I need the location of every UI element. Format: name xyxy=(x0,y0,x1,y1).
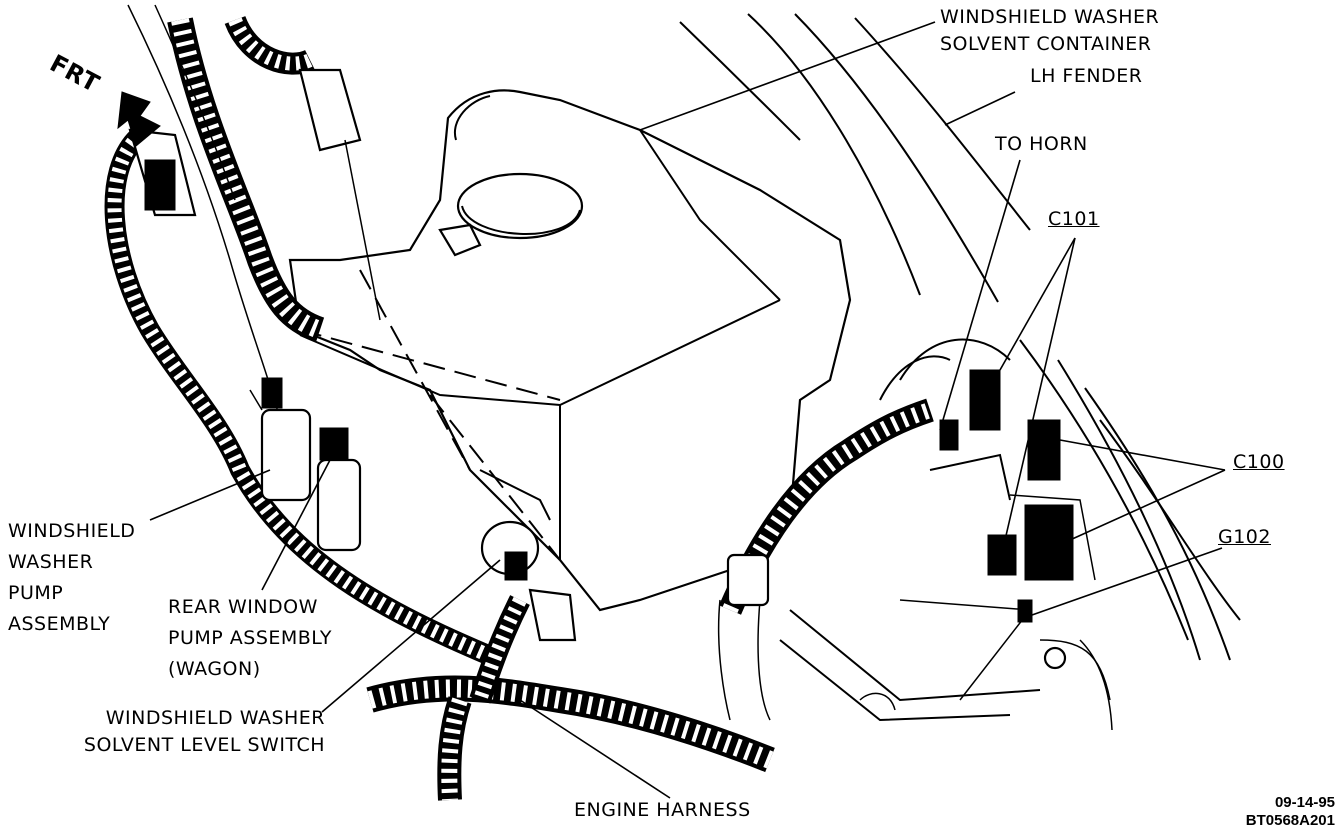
drawing-stamp: 09-14-95 BT0568A201 xyxy=(1245,794,1335,829)
solvent-container-label: WINDSHIELD WASHER SOLVENT CONTAINER xyxy=(940,6,1160,55)
frt-arrow-icon xyxy=(117,91,161,147)
lh-fender-label: LH FENDER xyxy=(1030,65,1143,87)
solvent-container xyxy=(288,89,852,612)
washer-pump-label: WINDSHIELD WASHER PUMP ASSEMBLY xyxy=(8,520,136,635)
rear-pump-label: REAR WINDOW PUMP ASSEMBLY (WAGON) xyxy=(168,596,332,680)
leader-lines xyxy=(149,21,1226,799)
to-horn-label: TO HORN xyxy=(995,133,1088,155)
g102-label: G102 xyxy=(1218,526,1271,548)
c100-label: C100 xyxy=(1233,451,1285,473)
washer-pumps xyxy=(249,377,362,552)
left-harness xyxy=(104,127,504,670)
c101-label: C101 xyxy=(1048,208,1100,230)
level-switch-label: WINDSHIELD WASHER SOLVENT LEVEL SWITCH xyxy=(83,707,325,756)
engine-harness-label: ENGINE HARNESS xyxy=(574,799,751,821)
engine-harness xyxy=(366,520,775,801)
upper-harness xyxy=(127,4,381,421)
right-harness xyxy=(717,338,1113,731)
